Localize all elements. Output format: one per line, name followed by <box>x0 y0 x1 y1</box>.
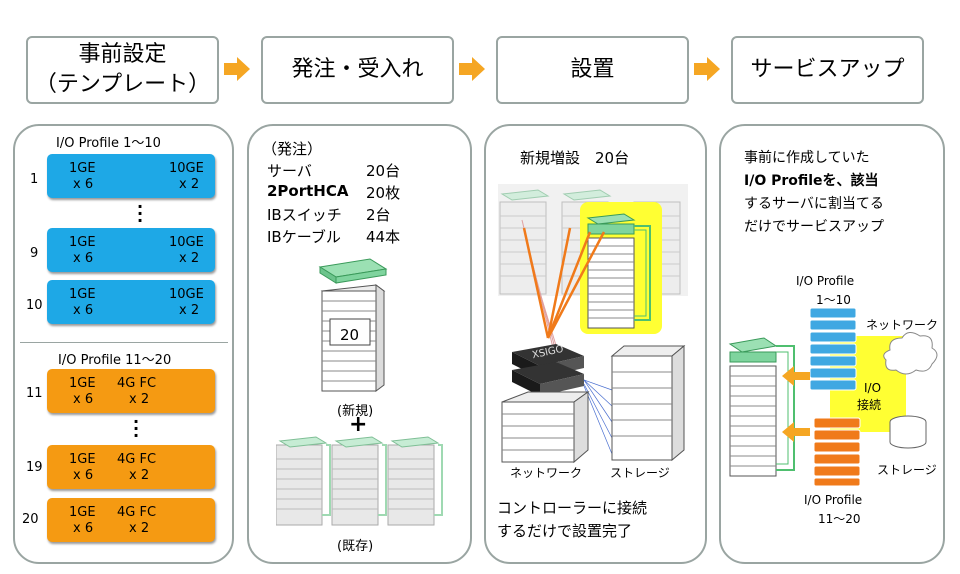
port-count-b: x 2 <box>129 392 150 407</box>
arrow-right-icon <box>224 57 250 81</box>
step-box-order: 発注・受入れ <box>261 36 454 104</box>
port-type-a: 1GE <box>69 161 96 176</box>
arrow-right-icon <box>459 57 485 81</box>
port-type-b: 10GE <box>169 161 204 176</box>
install-caption-2: するだけで設置完了 <box>497 522 633 540</box>
group-title-2: I/O Profile 11〜20 <box>58 353 172 368</box>
profile-number: 9 <box>30 246 39 261</box>
step-title-line2: （テンプレート） <box>34 72 211 97</box>
profile-number: 20 <box>22 512 39 527</box>
port-type-b: 4G FC <box>117 505 157 520</box>
storage-label: ストレージ <box>877 463 937 477</box>
port-count-a: x 6 <box>73 251 94 266</box>
arrow-right-icon <box>694 57 720 81</box>
port-type-b: 10GE <box>169 287 204 302</box>
step-title: サービスアップ <box>750 57 905 82</box>
service-desc-4: だけでサービスアップ <box>744 219 884 235</box>
order-qty: 44本 <box>366 228 401 246</box>
network-label: ネットワーク <box>866 318 939 332</box>
ellipsis-vertical-icon: ··· <box>137 197 144 230</box>
profile-top-label-2: 1〜10 <box>816 293 851 307</box>
port-count-b: x 2 <box>129 521 150 536</box>
profile-number: 11 <box>26 386 43 401</box>
port-count-a: x 6 <box>73 177 94 192</box>
port-count-b: x 2 <box>179 251 200 266</box>
order-item: 2PortHCA <box>267 182 349 200</box>
service-desc-3: するサーバに割当てる <box>744 196 884 212</box>
step-title: 発注・受入れ <box>291 57 424 82</box>
port-count-a: x 6 <box>73 521 94 536</box>
group-title-1: I/O Profile 1〜10 <box>56 136 161 151</box>
network-label: ネットワーク <box>510 466 583 480</box>
order-qty: 2台 <box>366 206 391 224</box>
step-box-serviceup: サービスアップ <box>731 36 924 104</box>
port-count-a: x 6 <box>73 303 94 318</box>
rack-count-label: 20 <box>340 326 360 344</box>
profile-number: 10 <box>26 298 43 313</box>
port-type-a: 1GE <box>69 452 96 467</box>
server-rack-icon <box>318 258 388 392</box>
step-title: 設置 <box>570 57 615 82</box>
step-box-template: 事前設定 （テンプレート） <box>26 36 219 104</box>
profile-card: 1GE x 6 10GE x 2 <box>47 280 215 324</box>
install-heading: 新規増設 20台 <box>520 149 630 167</box>
service-desc-1: 事前に作成していた <box>744 150 870 166</box>
service-diagram <box>728 307 938 486</box>
order-qty: 20枚 <box>366 184 401 202</box>
port-count-a: x 6 <box>73 468 94 483</box>
install-caption-1: コントローラーに接続 <box>497 499 648 517</box>
io-label-1: I/O <box>864 381 882 395</box>
profile-number: 19 <box>26 460 43 475</box>
port-type-b: 4G FC <box>117 376 157 391</box>
profile-number: 1 <box>30 172 39 187</box>
port-type-b: 10GE <box>169 235 204 250</box>
existing-racks-icon <box>276 436 443 526</box>
order-item: サーバ <box>267 162 312 180</box>
ellipsis-vertical-icon: ··· <box>133 412 140 445</box>
port-count-b: x 2 <box>129 468 150 483</box>
port-type-b: 4G FC <box>117 452 157 467</box>
plus-sign: + <box>349 412 368 437</box>
profile-card: 1GE x 6 10GE x 2 <box>47 228 215 272</box>
divider <box>20 342 228 343</box>
new-label: (新規) <box>337 404 374 419</box>
install-diagram <box>498 184 688 464</box>
profile-bottom-label-1: I/O Profile <box>804 493 863 507</box>
io-label-2: 接続 <box>857 398 882 412</box>
order-heading: （発注） <box>262 140 323 158</box>
order-item: IBケーブル <box>267 228 341 246</box>
port-type-a: 1GE <box>69 505 96 520</box>
port-type-a: 1GE <box>69 287 96 302</box>
profile-top-label-1: I/O Profile <box>796 274 855 288</box>
profile-bottom-label-2: 11〜20 <box>818 512 861 526</box>
storage-label: ストレージ <box>610 466 670 480</box>
service-desc-2: I/O Profileを、該当 <box>744 173 879 189</box>
order-qty: 20台 <box>366 162 401 180</box>
order-item: IBスイッチ <box>267 206 342 224</box>
port-count-a: x 6 <box>73 392 94 407</box>
step-title-line1: 事前設定 <box>78 42 167 67</box>
port-count-b: x 2 <box>179 177 200 192</box>
profile-card: 1GE x 6 4G FC x 2 <box>47 498 215 542</box>
port-type-a: 1GE <box>69 235 96 250</box>
profile-card: 1GE x 6 10GE x 2 <box>47 154 215 198</box>
profile-card: 1GE x 6 4G FC x 2 <box>47 369 215 413</box>
port-count-b: x 2 <box>179 303 200 318</box>
profile-card: 1GE x 6 4G FC x 2 <box>47 445 215 489</box>
port-type-a: 1GE <box>69 376 96 391</box>
step-box-install: 設置 <box>496 36 689 104</box>
existing-label: (既存) <box>337 539 374 554</box>
